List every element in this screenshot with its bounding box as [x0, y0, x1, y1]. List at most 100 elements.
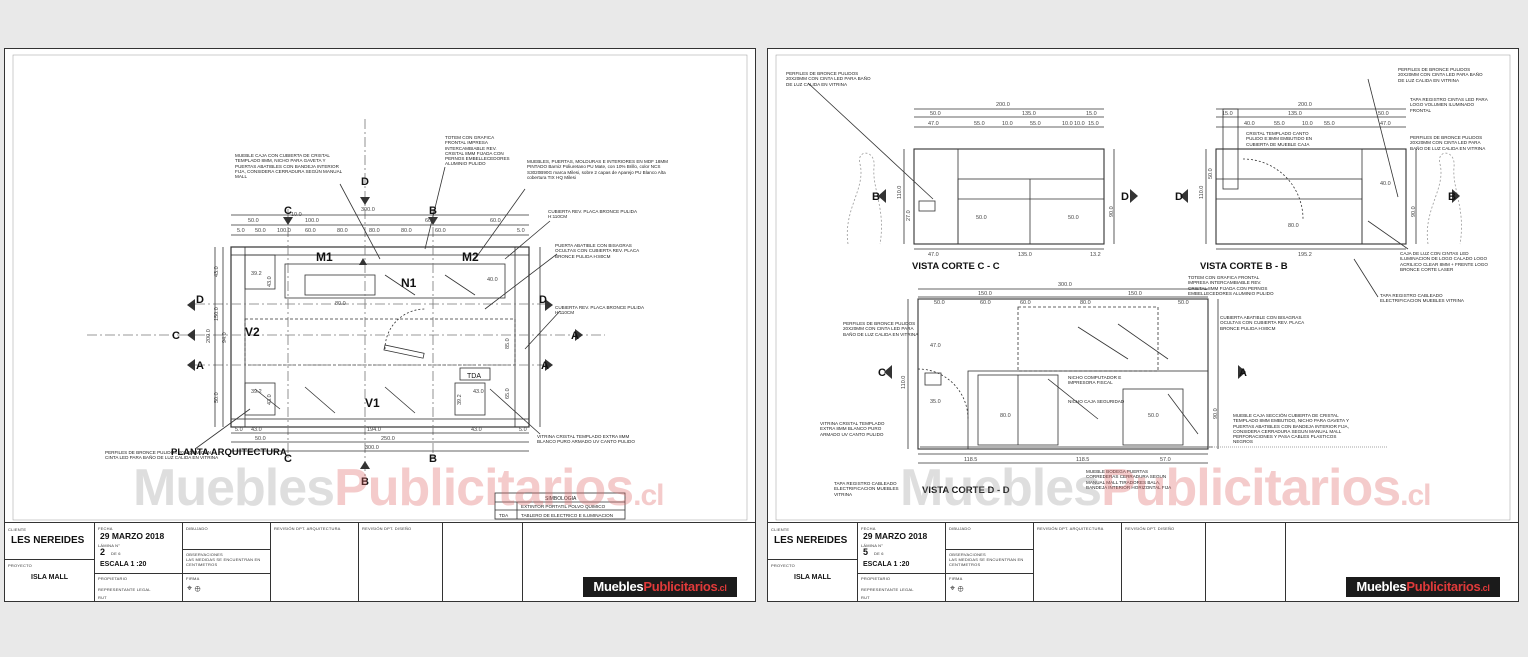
dimension: 80.0	[401, 228, 412, 234]
dimension: 150.0	[978, 291, 992, 297]
dimension: 55.0	[1030, 121, 1041, 127]
compass-icon: ⌖ ⊕	[950, 583, 964, 593]
dimension: 80.0	[335, 301, 346, 307]
tb-client: CLIENTE LES NEREIDES PROYECTO ISLA MALL	[5, 523, 95, 602]
dimension: 94.0	[222, 332, 228, 343]
scale: ESCALA 1 :20	[100, 561, 147, 568]
dimension: 13.2	[1090, 252, 1101, 258]
note: PERFILES DE BRONCE PULIDOS 20X20MM CON C…	[1410, 135, 1486, 151]
dimension: 80.0	[1000, 413, 1011, 419]
legend-row: EXTINTOR PORTATIL POLVO QUIMICO	[521, 504, 606, 509]
note: TOTEM CON GRAFICA FRONTAL IMPRESA INTERC…	[1188, 275, 1274, 296]
tb-empty	[443, 523, 523, 602]
dimension: 50.0	[1178, 300, 1189, 306]
date: 29 MARZO 2018	[100, 531, 165, 541]
tb-rev-arq: REVISIÓN DPT. ARQUITECTURA	[1034, 523, 1122, 602]
dimension: 10.0	[291, 212, 302, 218]
view-title: VISTA CORTE D - D	[922, 485, 1010, 496]
dimension: 135.0	[1022, 111, 1036, 117]
dimension: 50.0	[1378, 111, 1389, 117]
dimension: 65.0	[505, 388, 511, 399]
dimension: 35.0	[930, 399, 941, 405]
dimension: 60.0	[490, 218, 501, 224]
dimension: 47.0	[930, 343, 941, 349]
dimension: 50.0	[255, 436, 266, 442]
project-name: ISLA MALL	[31, 574, 69, 581]
dimension: 55.0	[1274, 121, 1285, 127]
dimension: 60.0	[305, 228, 316, 234]
legend-title: SIMBOLOGIA	[545, 496, 577, 502]
dimension: 55.0	[974, 121, 985, 127]
tb-rev-dis: REVISIÓN DPT. DISEÑO	[1122, 523, 1206, 602]
dimension: 10.0	[1062, 121, 1073, 127]
dimension: 300.0	[365, 445, 379, 451]
dimension: 90.0	[1411, 206, 1417, 217]
dimension: 110.0	[897, 186, 903, 199]
section-mark: B	[429, 205, 437, 217]
section-mark: A	[541, 360, 549, 372]
dimension: 57.0	[1160, 457, 1171, 463]
note: VITRINA CRISTAL TEMPLADO EXTRA 8MM BLANC…	[537, 434, 635, 445]
dimension: 80.0	[1288, 223, 1299, 229]
dimension: 118.5	[964, 457, 977, 463]
dimension: 43.0	[267, 394, 273, 405]
dimension: 80.0	[1080, 300, 1091, 306]
tb-empty	[1206, 523, 1286, 602]
note: MUEBLE CAJA CON CUBIERTA DE CRISTAL TEMP…	[235, 153, 343, 180]
note: MUEBLE BODEGA PUERTAS CORREDERAS CERRADU…	[1086, 469, 1172, 490]
dimension: 110.0	[1199, 186, 1205, 199]
dimension: 50.0	[930, 111, 941, 117]
dimension: 50.0	[976, 215, 987, 221]
dimension: 50.0	[1208, 168, 1214, 179]
dimension: 43.0	[267, 276, 273, 287]
dimension: 300.0	[1058, 282, 1072, 288]
note: PERFILES DE BRONCE PULIDOS 20X20MM CON C…	[105, 450, 219, 461]
section-mark: C	[878, 367, 886, 379]
dimension: 150.0	[214, 307, 220, 321]
dimension: 50.0	[1068, 215, 1079, 221]
dimension: 60.0	[1020, 300, 1031, 306]
dimension: 80.0	[337, 228, 348, 234]
section-mark: C	[172, 330, 180, 342]
dimension: 150.0	[1128, 291, 1142, 297]
dimension: 200.0	[1298, 102, 1312, 108]
dimension: 60.0	[435, 228, 446, 234]
note: MUEBLE CAJA SECCIÓN CUBIERTA DE CRISTAL …	[1233, 413, 1349, 445]
title-block: CLIENTE LES NEREIDES PROYECTO ISLA MALL …	[768, 522, 1518, 602]
scale: ESCALA 1 :20	[863, 561, 910, 568]
note: MUEBLES, PUERTAS, MOLDURAS E INTERIORES …	[527, 159, 668, 180]
dimension: 80.0	[369, 228, 380, 234]
dimension: 135.0	[1018, 252, 1032, 258]
view-title: PLANTA ARQUITECTURA	[171, 447, 287, 458]
dimension: 118.5	[1076, 457, 1089, 463]
section-mark: D	[539, 294, 547, 306]
section-mark: C	[284, 205, 292, 217]
zone-label: M2	[462, 250, 479, 264]
drawing-sheet-right: B D D B C A VISTA CORTE C - C VISTA CORT…	[767, 48, 1519, 602]
legend-row: TABLERO DE ELECTRICO E ILUMINACION	[521, 513, 613, 518]
dimension: 50.0	[214, 392, 220, 403]
dimension: 47.0	[1380, 121, 1391, 127]
dimension: 100.0	[305, 218, 319, 224]
dimension: 200.0	[996, 102, 1010, 108]
watermark: MueblesPublicitarios.cl	[900, 459, 1432, 517]
title-block: CLIENTE LES NEREIDES PROYECTO ISLA MALL …	[5, 522, 755, 602]
dimension: 43.0	[251, 427, 262, 433]
tb-rev-dis: REVISIÓN DPT. DISEÑO	[359, 523, 443, 602]
tb-drawn: DIBUJADO OBSERVACIONES LAS MEDIDAS SE EN…	[183, 523, 271, 602]
dimension: 55.0	[1324, 121, 1335, 127]
dimension: 85.0	[505, 338, 511, 349]
zone-label: V1	[365, 396, 380, 410]
dimension: 194.0	[367, 427, 381, 433]
note: CUBIERTA REV. PLACA BRONCE PULIDA H:110c…	[555, 305, 644, 316]
dimension: 60.0	[425, 218, 436, 224]
dimension: 50.0	[934, 300, 945, 306]
note: PERFILES DE BRONCE PULIDOS 20X20MM CON C…	[1398, 67, 1483, 83]
dimension: 5.0	[519, 427, 527, 433]
compass-icon: ⌖ ⊕	[187, 583, 201, 593]
note: TAPA REGISTRO CABLEADO ELECTRIFICACION M…	[1380, 293, 1464, 304]
tb-date: FECHA 29 MARZO 2018 LÁMINA N° 5 DE 6 ESC…	[858, 523, 946, 602]
section-mark: D	[1121, 191, 1129, 203]
section-mark: A	[1239, 367, 1247, 379]
note: TAPA REGISTRO CINTAS LED PARA LOGO VOLUM…	[1410, 97, 1488, 113]
